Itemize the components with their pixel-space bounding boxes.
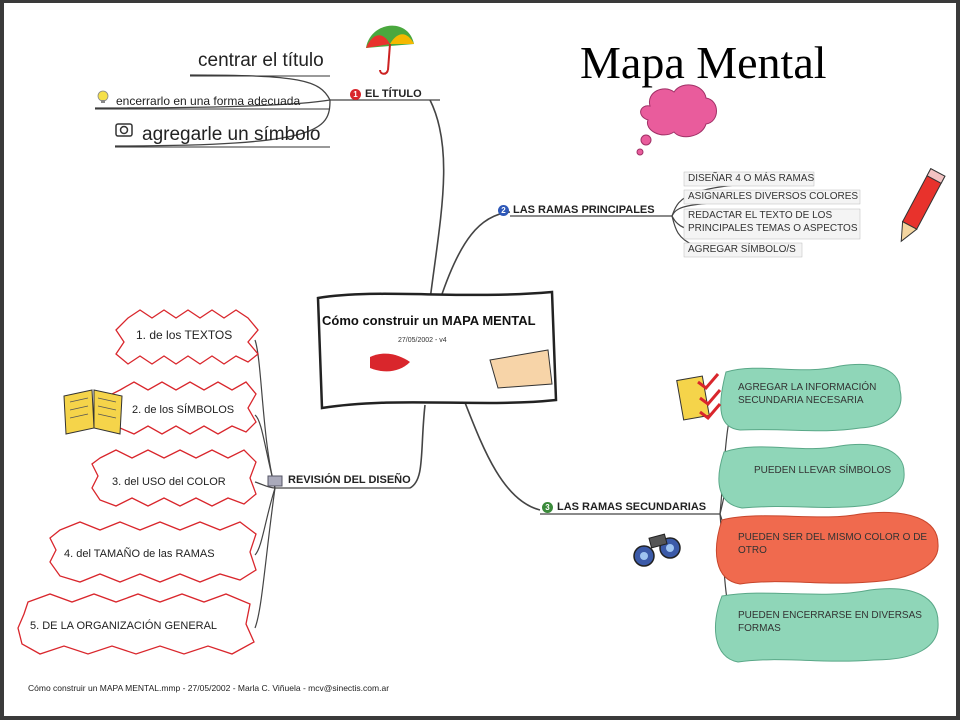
branch-revision-label: REVISIÓN DEL DISEÑO	[288, 474, 411, 486]
checklist-icon	[676, 373, 722, 421]
revision-item-5: 5. DE LA ORGANIZACIÓN GENERAL	[30, 620, 218, 632]
hand-icon	[267, 475, 283, 487]
open-book-icon	[63, 389, 123, 435]
frame-top	[0, 0, 960, 3]
principales-item-2: ASIGNARLES DIVERSOS COLORES	[688, 191, 859, 202]
badge-2: 2	[498, 204, 509, 216]
central-date: 27/05/2002 - v4	[398, 337, 447, 344]
secundarias-item-1-line1: AGREGAR LA INFORMACIÓN	[738, 382, 877, 393]
central-red-splash	[370, 353, 410, 372]
badge-1: 1	[350, 88, 361, 100]
secundarias-item-3-line2: OTRO	[738, 545, 767, 556]
hand-with-pen-icon	[489, 349, 553, 389]
badge-3: 3	[542, 501, 553, 513]
central-title: Cómo construir un MAPA MENTAL	[322, 313, 536, 328]
principales-item-5: AGREGAR SÍMBOLO/S	[688, 244, 796, 255]
frame-left	[0, 0, 4, 720]
frame-bottom	[0, 716, 960, 720]
branch-titulo-label: EL TÍTULO	[365, 88, 422, 100]
branch-secundarias-label: LAS RAMAS SECUNDARIAS	[557, 501, 707, 513]
revision-item-3: 3. del USO del COLOR	[112, 476, 226, 488]
secundarias-connectors	[540, 404, 736, 626]
principales-item-3: REDACTAR EL TEXTO DE LOS	[688, 210, 833, 221]
umbrella-icon	[366, 25, 414, 75]
revision-item-4: 4. del TAMAÑO de las RAMAS	[64, 548, 215, 560]
revision-boxes	[17, 309, 259, 655]
secundarias-item-4-line2: FORMAS	[738, 623, 781, 634]
principales-item-1: DISEÑAR 4 O MÁS RAMAS	[688, 173, 815, 184]
principales-boxes	[683, 171, 861, 258]
titulo-item-1: centrar el título	[198, 50, 324, 71]
secundarias-clouds	[715, 363, 939, 663]
revision-item-1: 1. de los TEXTOS	[136, 328, 233, 342]
frame-right	[956, 0, 960, 720]
branch-principales-label: LAS RAMAS PRINCIPALES	[513, 204, 655, 216]
binoculars-icon	[633, 533, 681, 567]
titulo-underlines	[95, 75, 330, 148]
thought-cloud-icon	[636, 84, 717, 156]
titulo-connectors	[94, 74, 440, 147]
central-box	[316, 290, 558, 410]
lightbulb-icon	[97, 90, 109, 103]
camera-icon	[115, 123, 133, 137]
principales-item-4: PRINCIPALES TEMAS O ASPECTOS	[688, 223, 858, 234]
branch-principales: 2 LAS RAMAS PRINCIPALES	[498, 204, 655, 216]
secundarias-item-4-line1: PUEDEN ENCERRARSE EN DIVERSAS	[738, 610, 922, 621]
secundarias-item-3-line1: PUEDEN SER DEL MISMO COLOR O DE	[738, 532, 928, 543]
page-title: Mapa Mental	[580, 37, 827, 88]
secundarias-item-1-line2: SECUNDARIA NECESARIA	[738, 395, 864, 406]
pencil-icon	[900, 168, 946, 243]
branch-titulo: 1 EL TÍTULO	[350, 88, 422, 100]
secundarias-item-2-line1: PUEDEN LLEVAR SÍMBOLOS	[754, 465, 892, 476]
footer-caption: Cómo construir un MAPA MENTAL.mmp - 27/0…	[28, 683, 390, 693]
titulo-item-2: encerrarlo en una forma adecuada	[116, 94, 301, 108]
revision-item-2: 2. de los SÍMBOLOS	[132, 404, 235, 416]
branch-secundarias: 3 LAS RAMAS SECUNDARIAS	[542, 501, 706, 513]
titulo-item-3: agregarle un símbolo	[142, 124, 321, 145]
